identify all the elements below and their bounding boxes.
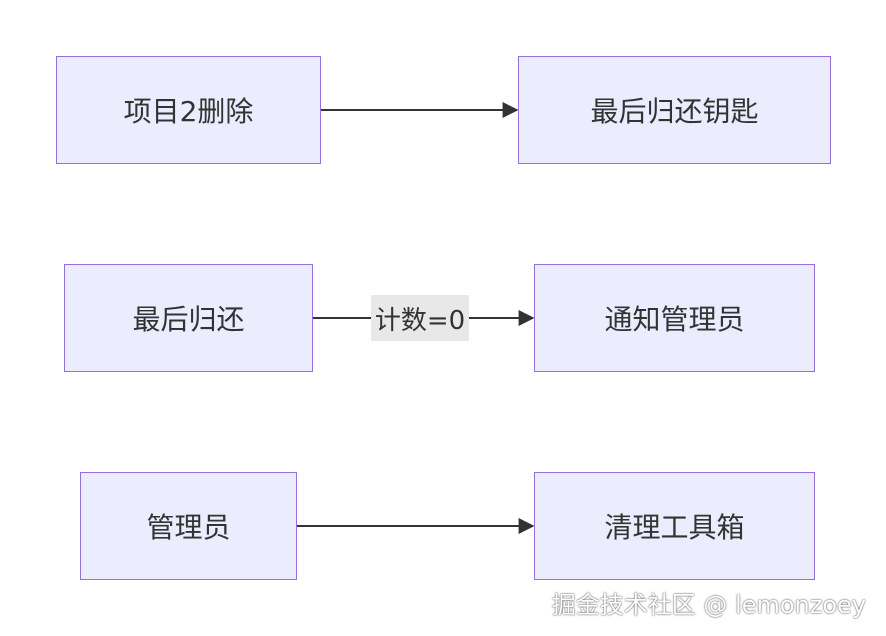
node-project2-delete: 项目2删除 bbox=[56, 56, 321, 164]
node-label: 清理工具箱 bbox=[604, 511, 745, 544]
node-label: 最后归还钥匙 bbox=[590, 95, 759, 128]
node-label: 管理员 bbox=[146, 511, 231, 544]
node-notify-admin: 通知管理员 bbox=[534, 264, 815, 372]
edge-label-text: 计数=0 bbox=[374, 305, 466, 336]
node-last-return: 最后归还 bbox=[64, 264, 313, 372]
node-return-key-last: 最后归还钥匙 bbox=[518, 56, 831, 164]
watermark: 掘金技术社区 @ lemonzoey bbox=[551, 591, 866, 619]
edge-label-count-zero: 计数=0 bbox=[371, 295, 469, 341]
node-clean-toolbox: 清理工具箱 bbox=[534, 472, 815, 580]
node-admin: 管理员 bbox=[80, 472, 297, 580]
node-label: 通知管理员 bbox=[604, 303, 745, 336]
node-label: 项目2删除 bbox=[123, 95, 254, 128]
node-label: 最后归还 bbox=[132, 303, 245, 336]
